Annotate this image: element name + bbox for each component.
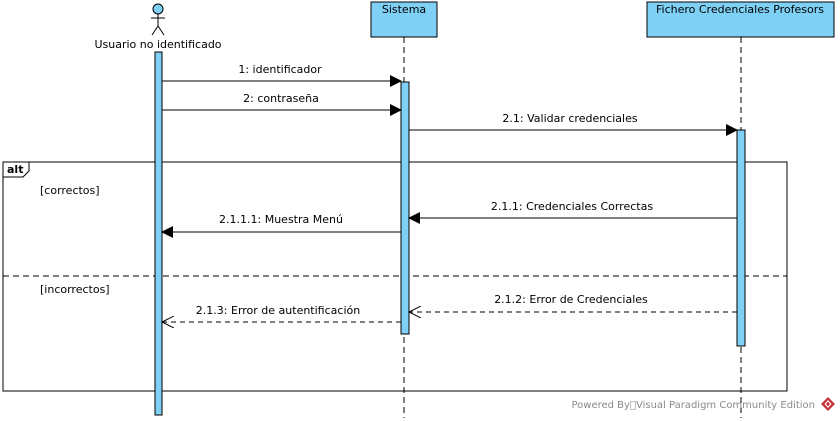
message-2-1-3-label: 2.1.3: Error de autentificación [196,304,360,317]
message-2-label: 2: contraseña [243,92,319,105]
alt-fragment: alt [correctos] [incorrectos] [2,161,788,392]
message-2-1-2: 2.1.2: Error de Credenciales [409,293,737,312]
alt-operator-tab [2,161,30,178]
message-2-1-2-label: 2.1.2: Error de Credenciales [494,293,648,306]
message-1: 1: identificador [162,63,402,87]
fichero-lifeline: Fichero Credenciales Profesors [646,1,835,418]
alt-operator-label: alt [7,163,23,176]
sistema-activation-bar [400,81,410,335]
guard-incorrectos: [incorrectos] [40,283,110,296]
actor-name: Usuario no identificado [94,38,221,51]
fichero-name: Fichero Credenciales Profesors [656,3,824,16]
message-2-1-1-label: 2.1.1: Credenciales Correctas [491,200,653,213]
message-2-1-label: 2.1: Validar credenciales [502,112,637,125]
watermark: Powered By Visual Paradigm Community Edi… [571,397,835,411]
message-2-1-1: 2.1.1: Credenciales Correctas [408,200,737,224]
stick-figure-icon [151,3,165,36]
actor-lifeline: Usuario no identificado [94,3,222,416]
message-2: 2: contraseña [162,92,402,116]
visual-paradigm-logo-icon [821,397,835,411]
message-2-1-1-1: 2.1.1.1: Muestra Menú [161,213,401,238]
actor-activation-bar [154,51,163,416]
fichero-activation-bar [736,129,746,347]
sistema-name: Sistema [382,3,426,16]
message-1-label: 1: identificador [238,63,322,76]
guard-correctos: [correctos] [40,184,100,197]
fichero-head-box [646,1,835,38]
message-2-1-3: 2.1.3: Error de autentificación [162,304,401,322]
sistema-lifeline: Sistema [370,1,438,418]
message-2-1-1-1-label: 2.1.1.1: Muestra Menú [219,213,343,226]
watermark-text: Powered By Visual Paradigm Community Edi… [571,400,815,411]
message-2-1: 2.1: Validar credenciales [409,112,738,136]
